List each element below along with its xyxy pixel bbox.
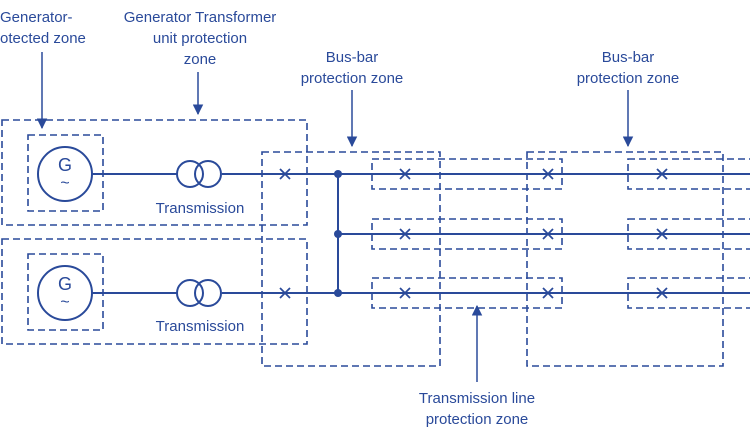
gen-transformer-zone-label-line2: unit protection xyxy=(153,30,247,47)
busbar-zone-1 xyxy=(261,151,441,367)
circuit-breaker-icon xyxy=(542,168,554,180)
generator-bottom-circle xyxy=(37,265,93,321)
generator-top: G ~ xyxy=(37,146,93,202)
circuit-breaker-icon xyxy=(656,168,668,180)
generator-top-letter: G xyxy=(58,155,72,175)
gen-transformer-zone-bottom xyxy=(1,238,308,345)
circuit-breaker-icon xyxy=(279,287,291,299)
gen-transformer-zone-label-line3: zone xyxy=(184,51,217,68)
circuit-breaker-icon xyxy=(399,168,411,180)
circuit-breaker-icon xyxy=(399,287,411,299)
bus-node-2 xyxy=(334,230,342,238)
line-zone-label-line1: Transmission line xyxy=(419,390,535,407)
line-zone-right-row3 xyxy=(627,277,750,309)
line-zone-right-row2 xyxy=(627,218,750,250)
bus-node-3 xyxy=(334,289,342,297)
circuit-breaker-icon xyxy=(279,168,291,180)
busbar-zone-2-label-line1: Bus-bar xyxy=(602,49,655,66)
transformer-top-icon xyxy=(176,160,222,188)
generator-top-circle xyxy=(37,146,93,202)
transmission-label-top: Transmission xyxy=(156,200,245,217)
line-zone-label-line2: protection zone xyxy=(426,411,529,428)
circuit-breaker-icon xyxy=(399,228,411,240)
busbar-zone-1-label-line2: protection zone xyxy=(301,70,404,87)
gen-transformer-zone-label-line1: Generator Transformer xyxy=(124,9,277,26)
transmission-label-bottom: Transmission xyxy=(156,318,245,335)
gen-transformer-zone-top xyxy=(1,119,308,226)
generator-zone-label-line2: otected zone xyxy=(0,30,86,47)
circuit-breaker-icon xyxy=(656,287,668,299)
generator-top-wave: ~ xyxy=(60,175,69,192)
line-zone-right-row1 xyxy=(627,158,750,190)
circuit-breaker-icon xyxy=(656,228,668,240)
busbar-zone-2-label-line2: protection zone xyxy=(577,70,680,87)
circuit-breaker-icon xyxy=(542,228,554,240)
circuit-breaker-icon xyxy=(542,287,554,299)
busbar-zone-1-label-line1: Bus-bar xyxy=(326,49,379,66)
generator-bottom-letter: G xyxy=(58,274,72,294)
generator-bottom-wave: ~ xyxy=(60,294,69,311)
busbar-zone-2 xyxy=(526,151,724,367)
bus-node-1 xyxy=(334,170,342,178)
transformer-bottom-icon xyxy=(176,279,222,307)
generator-bottom: G ~ xyxy=(37,265,93,321)
generator-zone-label-line1: Generator- xyxy=(0,9,73,26)
